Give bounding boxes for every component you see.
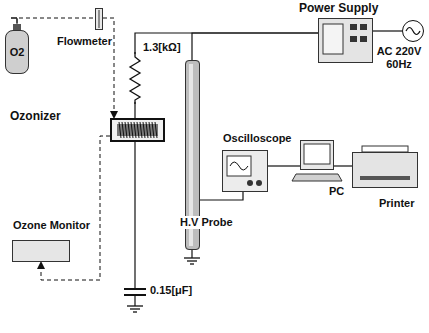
wire	[373, 30, 402, 31]
component-value: 0.15[μF]	[150, 284, 192, 297]
ground-symbol	[190, 263, 194, 264]
wire	[192, 33, 318, 60]
wire	[200, 192, 243, 200]
coil-turn	[131, 122, 133, 138]
coil-turn	[140, 122, 142, 138]
ground-symbol	[127, 305, 143, 306]
coil-windings	[119, 122, 157, 138]
coil-turn	[119, 122, 121, 138]
flowmeter-float	[99, 10, 100, 28]
node-label: Power Supply	[299, 2, 378, 15]
panel	[323, 24, 343, 54]
node-label: PC	[329, 185, 344, 198]
ac-source: AC 220V 60Hz	[402, 20, 424, 42]
node-label: Ozone Monitor	[13, 219, 90, 232]
capacitor-plate	[124, 288, 146, 290]
node-label: Flowmeter	[57, 35, 112, 48]
scope-fill	[222, 150, 268, 192]
valve-handle	[11, 17, 17, 19]
computer: PC	[300, 140, 334, 170]
node-label: Printer	[379, 197, 414, 210]
resistor-symbol	[130, 52, 140, 104]
cylinder-fill	[5, 30, 29, 74]
wire	[191, 250, 192, 258]
gas-line	[17, 18, 95, 30]
node-label: Ozonizer	[10, 110, 61, 123]
valve-stem	[17, 18, 18, 24]
gas-line	[103, 18, 114, 118]
ground-symbol	[130, 308, 140, 309]
node-label: H.V Probe	[178, 216, 235, 229]
ground-symbol	[184, 257, 200, 258]
monitor-fill	[300, 140, 334, 170]
printer-slot	[360, 176, 410, 180]
sine-symbol	[406, 28, 420, 35]
coil-turn	[155, 122, 157, 138]
printer-fill	[352, 152, 418, 188]
flowmeter-tube	[95, 8, 103, 30]
ozonizer-fill	[110, 118, 165, 142]
hv-probe: H.V Probe	[185, 60, 200, 250]
cabinet-fill	[318, 18, 373, 63]
knob	[360, 36, 367, 42]
coil-turn	[122, 122, 124, 138]
wire	[334, 165, 352, 166]
node-label: AC 220V 60Hz	[373, 45, 425, 71]
ground-symbol	[187, 260, 197, 261]
printer: Printer	[352, 152, 418, 188]
coil-turn	[146, 122, 148, 138]
scope-trace	[230, 162, 248, 170]
component-value: 1.3[kΩ]	[143, 41, 181, 54]
coil-turn	[137, 122, 139, 138]
coil-turn	[125, 122, 127, 138]
monitor-screen	[304, 144, 330, 164]
knob	[350, 36, 357, 42]
oscilloscope: Oscilloscope	[222, 150, 268, 192]
knob	[350, 24, 357, 30]
node-label: O2	[9, 46, 25, 59]
coil-turn	[149, 122, 151, 138]
coil-turn	[134, 122, 136, 138]
wire	[134, 142, 135, 289]
knob	[360, 24, 367, 30]
scope-screen	[227, 156, 251, 176]
power-supply: Power Supply	[318, 18, 373, 63]
wire	[134, 295, 135, 306]
scope-jack	[256, 180, 262, 186]
scope-jack	[247, 180, 253, 186]
node-label: Oscilloscope	[223, 132, 291, 145]
ground-symbol	[133, 311, 137, 312]
wire	[268, 165, 300, 166]
ozonizer: Ozonizer	[110, 118, 165, 142]
flowmeter: Flowmeter	[95, 8, 103, 30]
keyboard	[292, 174, 342, 181]
ozone-monitor: Ozone Monitor	[12, 240, 70, 262]
wire	[135, 33, 318, 118]
coil-turn	[152, 122, 154, 138]
coil-turn	[143, 122, 145, 138]
coil-turn	[128, 122, 130, 138]
gas-cylinder: O2	[5, 30, 29, 74]
